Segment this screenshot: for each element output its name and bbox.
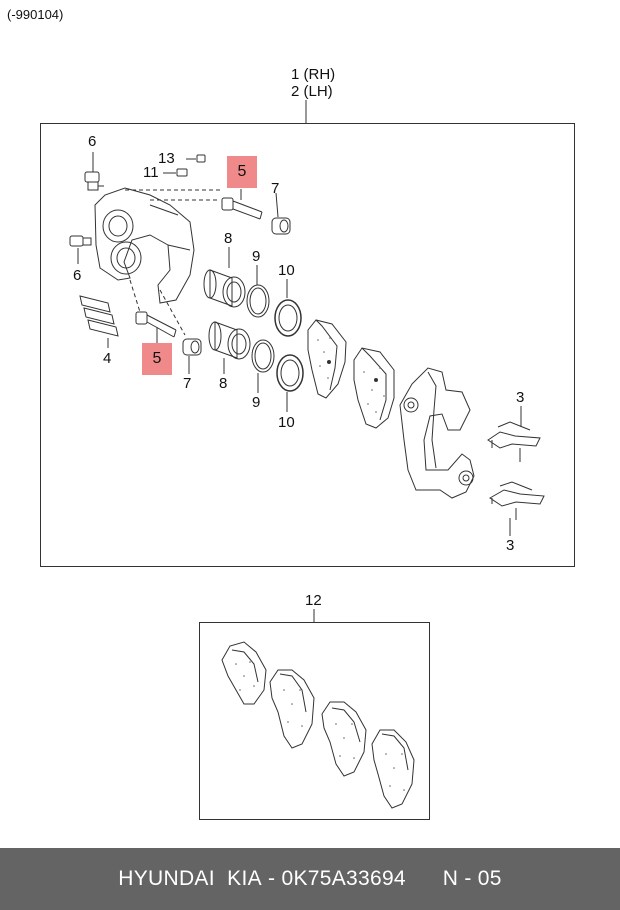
callout-8-lower: 8: [219, 375, 228, 392]
caliper-bracket: [399, 367, 475, 499]
callout-11: 11: [143, 164, 159, 181]
pad-shim-4: [79, 295, 119, 348]
dust-boot-10-upper: [274, 279, 302, 337]
footer-diagram-code: N - 05: [442, 867, 502, 890]
callout-9-lower: 9: [252, 394, 261, 411]
caliper-housing: [94, 187, 195, 304]
pin-boot-7-lower: [182, 338, 202, 374]
footer-separator: -: [261, 867, 282, 890]
callout-5-upper-highlight: 5: [227, 156, 257, 188]
callout-4: 4: [103, 350, 112, 367]
callout-6-upper: 6: [88, 133, 97, 150]
footer-part-number: 0K75A33694: [281, 867, 406, 890]
brake-pad-inner: [307, 319, 347, 399]
pad-friction-texture: [235, 337, 405, 791]
guide-pin-5-upper: [221, 189, 263, 220]
callout-7-lower: 7: [183, 375, 192, 392]
piston-seal-9-lower: [251, 339, 275, 393]
callout-3-upper: 3: [516, 389, 525, 406]
bleeder-screw-11: [176, 168, 188, 177]
footer-brand: HYUNDAI KIA: [118, 867, 262, 890]
pad-clip-3-lower: [489, 481, 545, 536]
callout-12: 12: [305, 592, 322, 609]
bolt-6-lower: [69, 235, 92, 264]
dust-boot-10-lower: [276, 354, 304, 412]
assembly-label-lh: 2 (LH): [291, 83, 333, 100]
pin-boot-7-upper: [271, 192, 291, 235]
callout-10-upper: 10: [278, 262, 295, 279]
caliper-assembly-frame: [40, 123, 575, 567]
callout-5-lower: 5: [152, 350, 162, 367]
date-range-note: (-990104): [7, 7, 64, 22]
piston-8-lower: [208, 321, 251, 374]
callout-5-upper: 5: [237, 163, 247, 180]
callout-3-lower: 3: [506, 537, 515, 554]
bleeder-cap-13: [196, 154, 206, 163]
callout-6-lower: 6: [73, 267, 82, 284]
bolt-6-upper: [84, 152, 104, 191]
piston-seal-9-upper: [246, 265, 270, 318]
part-info-footer: HYUNDAI KIA - 0K75A33694 N - 05: [0, 848, 620, 910]
callout-7-upper: 7: [271, 180, 280, 197]
footer-gap: [406, 867, 443, 891]
piston-8-upper: [203, 247, 246, 308]
pad-clip-3-upper: [487, 406, 541, 462]
brake-pad-outer: [353, 347, 395, 429]
callout-9-upper: 9: [252, 248, 261, 265]
assembly-label-rh: 1 (RH): [291, 66, 336, 83]
callout-8-upper: 8: [224, 230, 233, 247]
callout-13: 13: [158, 150, 175, 167]
pad-kit-frame: [199, 622, 430, 820]
callout-5-lower-highlight: 5: [142, 343, 172, 375]
pad-kit-12-drawing: [221, 641, 415, 809]
callout-10-lower: 10: [278, 414, 295, 431]
guide-pin-5-lower: [135, 311, 177, 343]
